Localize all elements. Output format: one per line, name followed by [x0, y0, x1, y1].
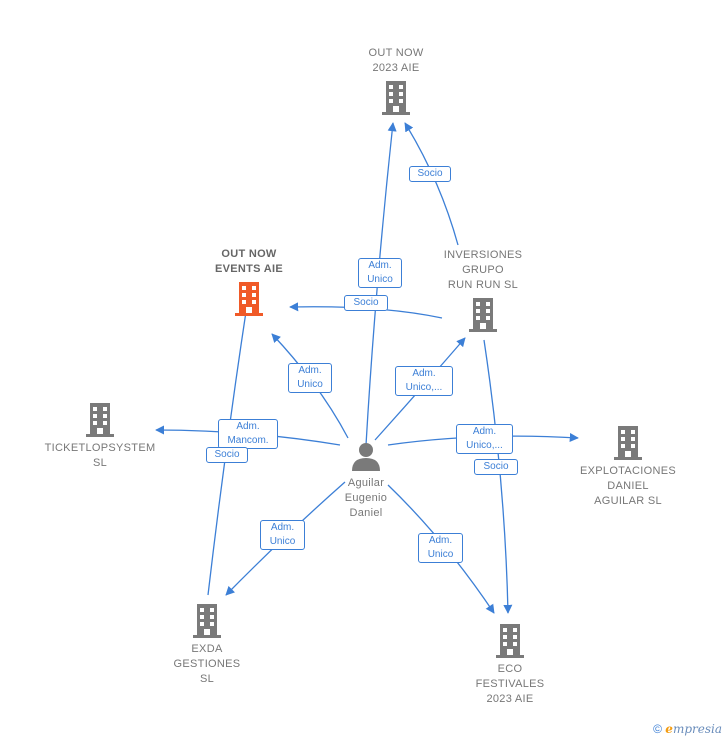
node-out-now-events[interactable]: OUT NOW EVENTS AIE [199, 247, 299, 318]
node-explotaciones[interactable]: EXPLOTACIONES DANIEL AGUILAR SL [572, 424, 684, 509]
node-eco[interactable]: ECO FESTIVALES 2023 AIE [460, 622, 560, 707]
building-icon [235, 282, 263, 316]
edge-label-adm-unico[interactable]: Adm. Unico [260, 520, 305, 550]
node-label: Aguilar Eugenio Daniel [344, 477, 388, 519]
building-icon [614, 426, 642, 460]
node-label: EXPLOTACIONES DANIEL AGUILAR SL [580, 465, 676, 507]
edge-label-adm-unico[interactable]: Adm. Unico,... [456, 424, 513, 454]
edge-label-socio[interactable]: Socio [409, 166, 451, 182]
edge-inversiones-out-now-2023 [404, 122, 459, 246]
node-label: TICKETLOPSYSTEM SL [44, 442, 156, 469]
building-icon [382, 81, 410, 115]
edge-inversiones-eco [483, 339, 513, 614]
building-icon [496, 624, 524, 658]
node-ticketlop[interactable]: TICKETLOPSYSTEM SL [40, 401, 160, 471]
edge-label-socio[interactable]: Socio [344, 295, 388, 311]
edge-label-adm-unico[interactable]: Adm. Unico [288, 363, 332, 393]
edge-label-adm-unico[interactable]: Adm. Unico [358, 258, 402, 288]
empresia-logo: empresia [665, 722, 722, 736]
building-icon [469, 298, 497, 332]
edge-label-adm-mancom[interactable]: Adm. Mancom. [218, 419, 278, 449]
copyright-icon: © [653, 722, 662, 736]
node-label: INVERSIONES GRUPO RUN RUN SL [443, 249, 523, 291]
node-aguilar[interactable]: Aguilar Eugenio Daniel [326, 440, 406, 521]
footer-brand[interactable]: © empresia [653, 722, 722, 736]
edge-label-socio[interactable]: Socio [206, 447, 248, 463]
node-exda[interactable]: EXDA GESTIONES SL [157, 602, 257, 687]
node-label: OUT NOW EVENTS AIE [215, 248, 283, 275]
node-out-now-2023[interactable]: OUT NOW 2023 AIE [346, 46, 446, 117]
edge-label-socio[interactable]: Socio [474, 459, 518, 475]
building-icon [86, 403, 114, 437]
person-icon [352, 443, 380, 471]
edge-label-adm-unico[interactable]: Adm. Unico,... [395, 366, 453, 396]
edge-label-adm-unico[interactable]: Adm. Unico [418, 533, 463, 563]
building-icon [193, 604, 221, 638]
node-label: OUT NOW 2023 AIE [368, 47, 424, 74]
node-inversiones[interactable]: INVERSIONES GRUPO RUN RUN SL [428, 248, 538, 334]
node-label: ECO FESTIVALES 2023 AIE [475, 663, 545, 705]
node-label: EXDA GESTIONES SL [173, 643, 241, 685]
